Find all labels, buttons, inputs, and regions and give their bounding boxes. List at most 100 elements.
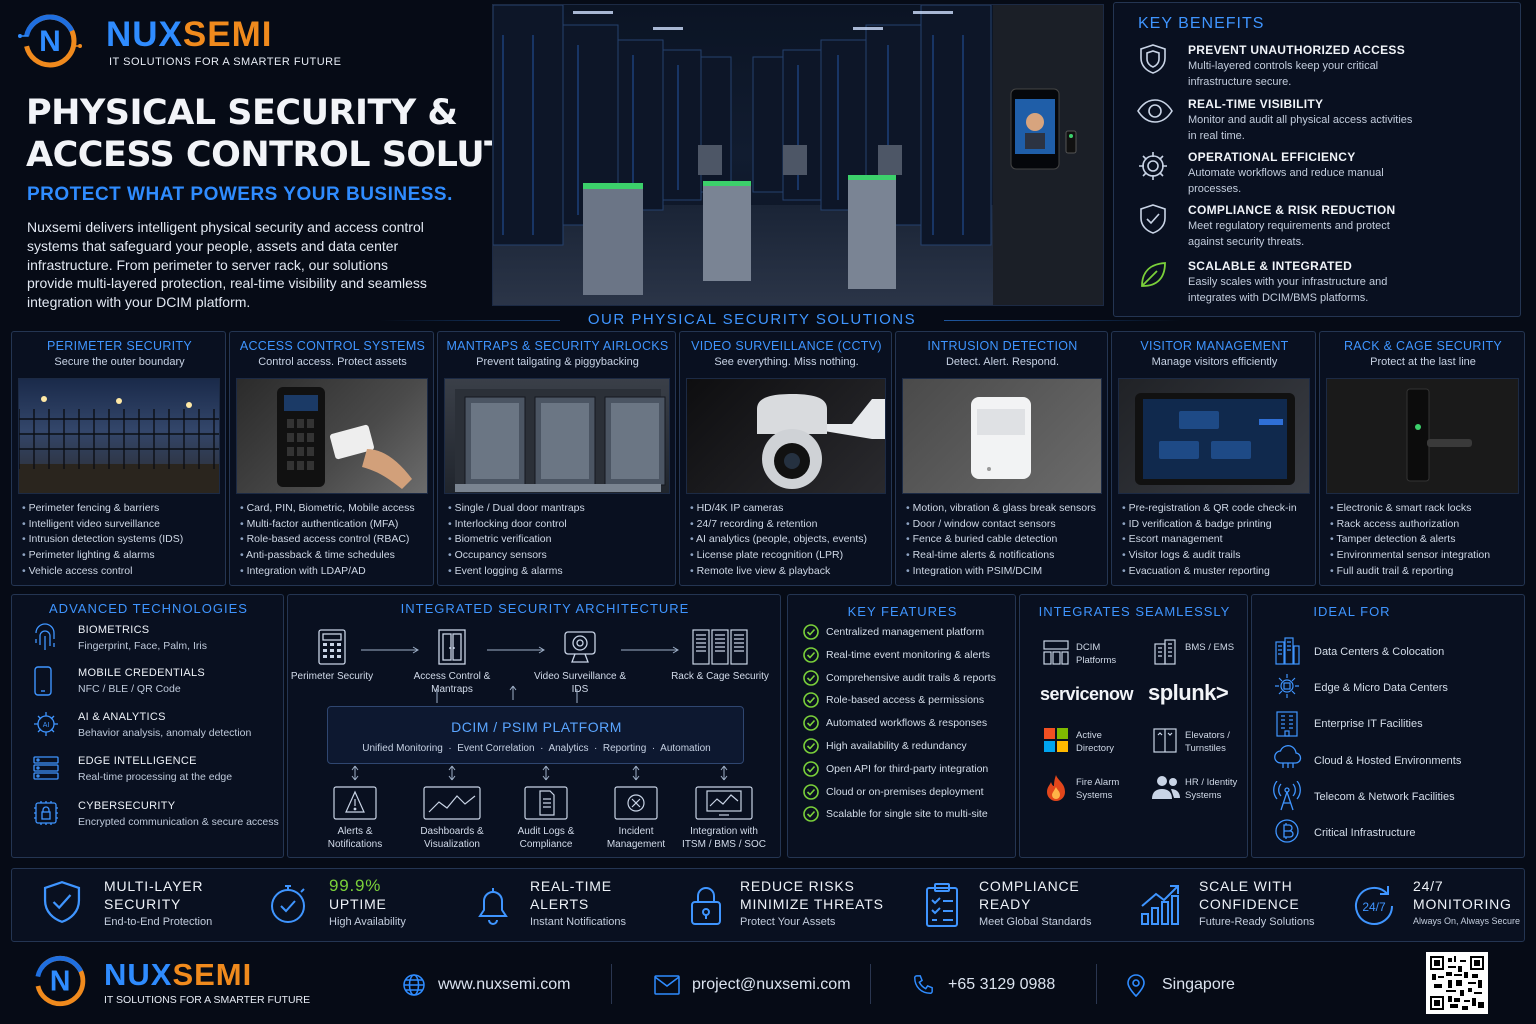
feature-item: Automated workflows & responses	[826, 717, 988, 730]
solution-bullets: Single / Dual door mantrapsInterlocking …	[448, 501, 673, 580]
solution-subtitle: Control access. Protect assets	[258, 356, 407, 368]
integration-label: DCIM Platforms	[1076, 642, 1117, 666]
architecture-bottom-label: Dashboards & Visualization	[420, 826, 484, 850]
footer-phone[interactable]: +65 3129 0988	[912, 972, 1055, 998]
benefit-title: COMPLIANCE & RISK REDUCTION	[1188, 203, 1396, 217]
monitoring-247-icon: 24/7	[1350, 882, 1398, 930]
stat-title-line-2: UPTIME	[329, 896, 387, 912]
ideal-for-item: Enterprise IT Facilities	[1314, 718, 1423, 731]
enterprise-icon	[1273, 708, 1301, 738]
mail-icon	[654, 975, 680, 995]
solution-bullet: Single / Dual door mantraps	[448, 501, 673, 517]
solution-bullet: Perimeter fencing & barriers	[22, 501, 223, 517]
feature-item: Centralized management platform	[826, 626, 985, 638]
benefit-title: PREVENT UNAUTHORIZED ACCESS	[1188, 43, 1406, 57]
clock-check-icon	[265, 882, 311, 928]
check-circle-icon	[803, 692, 819, 709]
stat-title-line-1: 99.9%	[329, 876, 382, 895]
stat-title-line-1: REDUCE RISKS	[740, 878, 855, 894]
solution-bullet: Pre-registration & QR code check-in	[1122, 501, 1313, 517]
monitor-icon	[695, 786, 753, 820]
solution-image	[236, 378, 428, 494]
edge-icon	[1273, 672, 1301, 700]
stat-title-line-2: MINIMIZE THREATS	[740, 896, 884, 912]
clipboard-icon	[922, 882, 962, 928]
solution-bullet: Role-based access control (RBAC)	[240, 532, 431, 548]
footer-location: Singapore	[1126, 972, 1235, 998]
svg-text:N: N	[39, 25, 61, 58]
svg-text:N: N	[50, 965, 71, 997]
ideal-for-item: Data Centers & Colocation	[1314, 646, 1445, 658]
bell-icon	[470, 882, 516, 928]
stat-title-line-2: CONFIDENCE	[1199, 896, 1300, 912]
solution-bullet: Remote live view & playback	[690, 564, 889, 580]
technology-text: Encrypted communication & secure access	[78, 816, 279, 828]
solution-bullet: Interlocking door control	[448, 517, 673, 533]
users-icon	[1151, 773, 1181, 801]
solution-bullet: Full audit trail & reporting	[1330, 564, 1522, 580]
benefit-text: Automate workflows and reduce manual pro…	[1188, 167, 1384, 195]
elevator-icon	[1151, 726, 1179, 754]
key-benefits-panel: KEY BENEFITS	[1113, 2, 1521, 317]
technology-text: Real-time processing at the edge	[78, 771, 233, 783]
ideal-for-title: IDEAL FOR	[1313, 604, 1391, 619]
solution-subtitle: Secure the outer boundary	[54, 356, 185, 368]
architecture-top-label: Access Control & Mantraps	[413, 671, 491, 695]
stat-title-line-1: 24/7	[1413, 878, 1444, 894]
advanced-technologies-title: ADVANCED TECHNOLOGIES	[49, 601, 248, 616]
growth-chart-icon	[1138, 882, 1184, 928]
solution-image	[686, 378, 886, 494]
technology-title: AI & ANALYTICS	[78, 711, 166, 723]
key-benefits-title: KEY BENEFITS	[1138, 15, 1265, 32]
technology-text: NFC / BLE / QR Code	[78, 683, 181, 695]
solution-bullet: AI analytics (people, objects, events)	[690, 532, 889, 548]
qr-code[interactable]	[1426, 952, 1488, 1014]
footer-email[interactable]: project@nuxsemi.com	[654, 972, 851, 998]
location-text: Singapore	[1162, 976, 1235, 993]
solution-subtitle: See everything. Miss nothing.	[714, 356, 859, 368]
solution-bullets: Perimeter fencing & barriersIntelligent …	[22, 501, 223, 580]
lock-chip-icon	[32, 799, 60, 827]
svg-text:AI: AI	[43, 722, 50, 729]
integrates-panel: INTEGRATES SEAMLESSLY	[1019, 594, 1248, 858]
solution-image	[902, 378, 1102, 494]
shield-check-icon	[1136, 202, 1170, 236]
shield-icon	[1136, 42, 1170, 76]
keypad-icon	[316, 628, 348, 666]
solution-bullet: Electronic & smart rack locks	[1330, 501, 1522, 517]
cloud-icon	[1273, 744, 1303, 771]
servicenow-logo: servicenow	[1040, 684, 1134, 704]
ai-gear-icon: AI	[32, 710, 60, 738]
solution-image	[1118, 378, 1310, 494]
architecture-bottom-label: Integration with ITSM / BMS / SOC	[682, 826, 766, 850]
integration-label: BMS / EMS	[1185, 642, 1235, 653]
footer-website[interactable]: www.nuxsemi.com	[402, 972, 570, 998]
alert-icon	[333, 786, 377, 820]
incident-icon	[614, 786, 658, 820]
benefit-text: Easily scales with your infrastructure a…	[1188, 276, 1388, 304]
mobile-icon	[32, 666, 54, 696]
technology-title: BIOMETRICS	[78, 624, 150, 636]
solution-title: ACCESS CONTROL SYSTEMS	[239, 339, 426, 353]
check-circle-icon	[803, 624, 819, 640]
solution-bullet: HD/4K IP cameras	[690, 501, 889, 517]
benefit-title: REAL-TIME VISIBILITY	[1188, 97, 1324, 111]
solution-bullets: Card, PIN, Biometric, Mobile accessMulti…	[240, 501, 431, 580]
solution-bullets: Electronic & smart rack locksRack access…	[1330, 501, 1522, 580]
check-circle-icon	[803, 738, 819, 754]
platform-subtitle: Unified Monitoring · Event Correlation ·…	[362, 743, 711, 754]
shield-check-icon	[38, 876, 86, 928]
stat-subtitle: End-to-End Protection	[104, 916, 213, 928]
solution-bullet: Biometric verification	[448, 532, 673, 548]
check-circle-icon	[803, 715, 819, 731]
solution-bullets: Motion, vibration & glass break sensorsD…	[906, 501, 1105, 580]
feature-item: Scalable for single site to multi-site	[826, 808, 988, 821]
title-line-1: PHYSICAL SECURITY &	[26, 93, 458, 133]
stat-subtitle: Protect Your Assets	[740, 916, 836, 928]
solution-image	[18, 378, 220, 494]
technology-title: EDGE INTELLIGENCE	[78, 755, 197, 767]
architecture-bottom-label: Incident Management	[606, 826, 666, 850]
solution-bullet: Tamper detection & alerts	[1330, 532, 1522, 548]
